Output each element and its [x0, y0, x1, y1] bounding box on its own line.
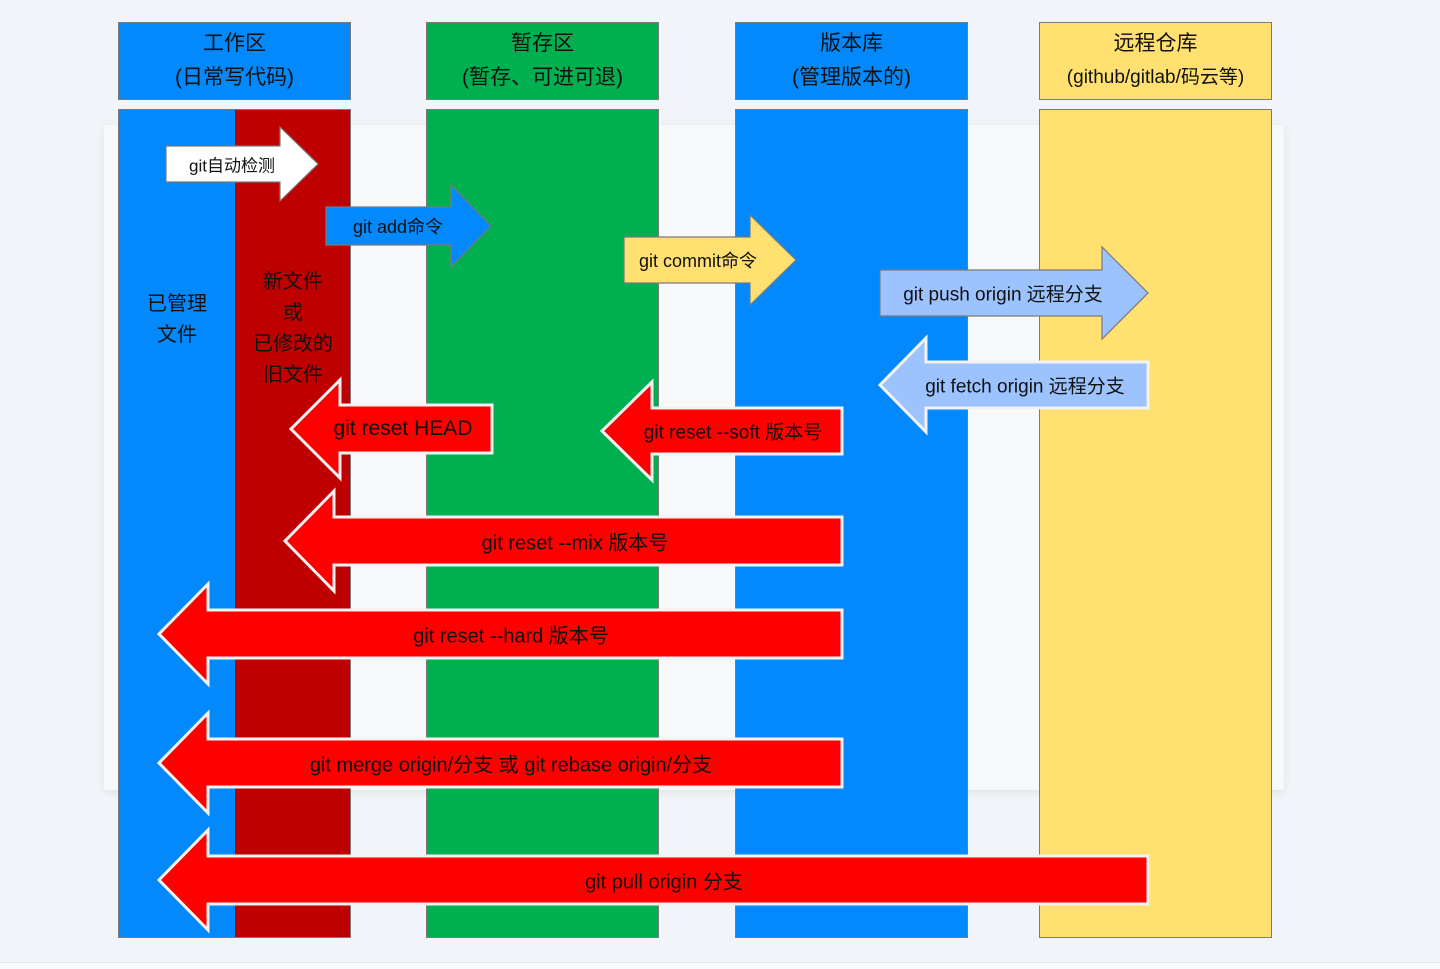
- arrow-label-merge-rebase: git merge origin/分支 或 git rebase origin/…: [309, 754, 713, 777]
- header-repository: 版本库 (管理版本的): [735, 22, 968, 100]
- arrow-label-reset-mix: git reset --mix 版本号: [481, 532, 669, 555]
- header-staging-subtitle: (暂存、可进可退): [462, 66, 623, 89]
- bottom-strip: [0, 962, 1440, 969]
- header-workspace-title: 工作区: [203, 32, 266, 55]
- arrow-fetch: [877, 334, 1150, 436]
- header-remote: 远程仓库 (github/gitlab/码云等): [1039, 22, 1272, 100]
- arrow-label-commit: git commit命令: [638, 251, 758, 271]
- arrow-label-pull: git pull origin 分支: [585, 871, 743, 894]
- header-staging-title: 暂存区: [511, 32, 574, 55]
- arrow-reset-mix: [282, 487, 844, 595]
- arrow-commit: [623, 213, 797, 307]
- arrow-pull: [156, 826, 1150, 934]
- header-staging: 暂存区 (暂存、可进可退): [426, 22, 659, 100]
- arrow-reset-head: [288, 376, 494, 482]
- arrow-reset-soft: [599, 378, 844, 484]
- header-workspace: 工作区 (日常写代码): [118, 22, 351, 100]
- header-repository-subtitle: (管理版本的): [792, 66, 911, 89]
- label-managed-files: 已管理 文件: [147, 293, 207, 346]
- arrow-push: [879, 245, 1149, 341]
- arrow-label-fetch: git fetch origin 远程分支: [925, 376, 1125, 398]
- arrow-label-reset-soft: git reset --soft 版本号: [643, 422, 823, 444]
- label-changed-files: 新文件 或 已修改的 旧文件: [253, 271, 333, 386]
- arrow-label-push: git push origin 远程分支: [903, 284, 1103, 306]
- arrow-reset-hard: [156, 580, 844, 688]
- arrow-add: [325, 183, 492, 269]
- arrow-label-auto-detect: git自动检测: [189, 156, 275, 176]
- header-repository-title: 版本库: [820, 32, 883, 55]
- arrow-merge-rebase: [156, 709, 844, 817]
- header-workspace-subtitle: (日常写代码): [175, 66, 294, 89]
- arrow-label-reset-hard: git reset --hard 版本号: [413, 625, 609, 648]
- arrow-label-reset-head: git reset HEAD: [333, 417, 473, 440]
- arrow-auto-detect: [165, 125, 319, 203]
- header-remote-title: 远程仓库: [1113, 32, 1198, 55]
- header-remote-subtitle: (github/gitlab/码云等): [1066, 67, 1245, 88]
- column-remote: [1039, 109, 1272, 938]
- arrow-label-add: git add命令: [352, 217, 444, 237]
